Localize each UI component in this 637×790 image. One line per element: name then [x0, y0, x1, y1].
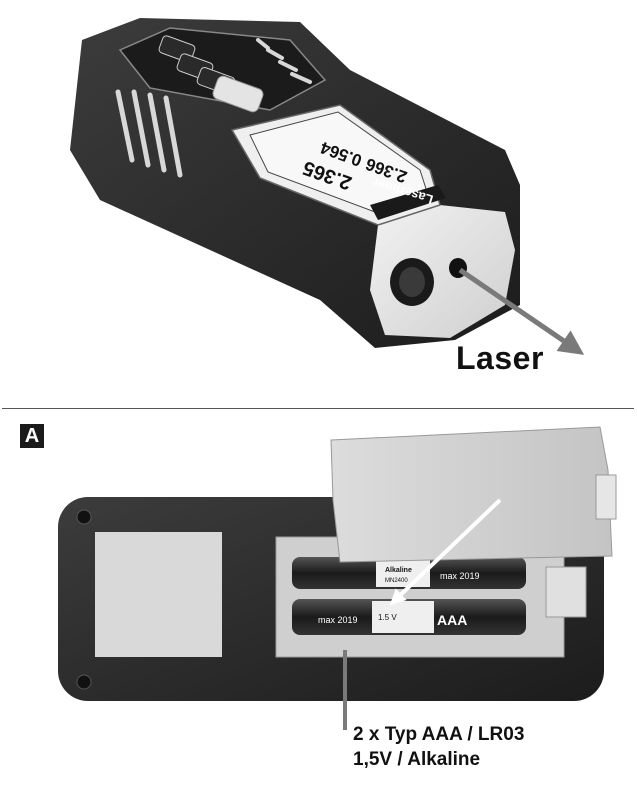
battery-insert-arrow [389, 498, 502, 606]
compartment-latch [545, 566, 587, 618]
screw-hole-2 [76, 674, 92, 690]
laser-label: Laser [456, 340, 544, 376]
section-letter-badge: A [20, 424, 44, 448]
battery-2-label [372, 601, 434, 633]
label-patch [95, 532, 222, 657]
screw-hole-1 [76, 509, 92, 525]
battery-caption: 2 x Typ AAA / LR03 1,5V / Alkaline [353, 722, 524, 772]
battery-2-volt: 1.5 V [378, 613, 397, 622]
battery-1-brand: Alkaline [385, 567, 412, 574]
device-button-onoff [212, 75, 264, 113]
battery-2-type: AAA [437, 612, 467, 628]
cover-tab [595, 474, 617, 520]
grip-ribs-right [256, 38, 312, 84]
battery-cover [330, 426, 613, 563]
battery-compartment-figure: Alkaline MN2400 max 2019 AAA 1.5 V max 2… [58, 426, 617, 730]
receiver-lens-inner [399, 267, 425, 297]
laser-device-top-view: 2.365 0.564 2.366 Laserliner [70, 18, 585, 355]
brand-strip [370, 185, 446, 220]
laser-arrow [458, 267, 585, 355]
battery-caption-line1: 2 x Typ AAA / LR03 [353, 724, 525, 745]
battery-2-date: max 2019 [318, 615, 358, 625]
grip-ribs [115, 89, 183, 178]
section-divider [2, 408, 634, 409]
battery-1-model: MN2400 [385, 578, 408, 584]
battery-1-date: max 2019 [440, 571, 480, 581]
battery-caption-line2: 1,5V / Alkaline [353, 749, 481, 770]
